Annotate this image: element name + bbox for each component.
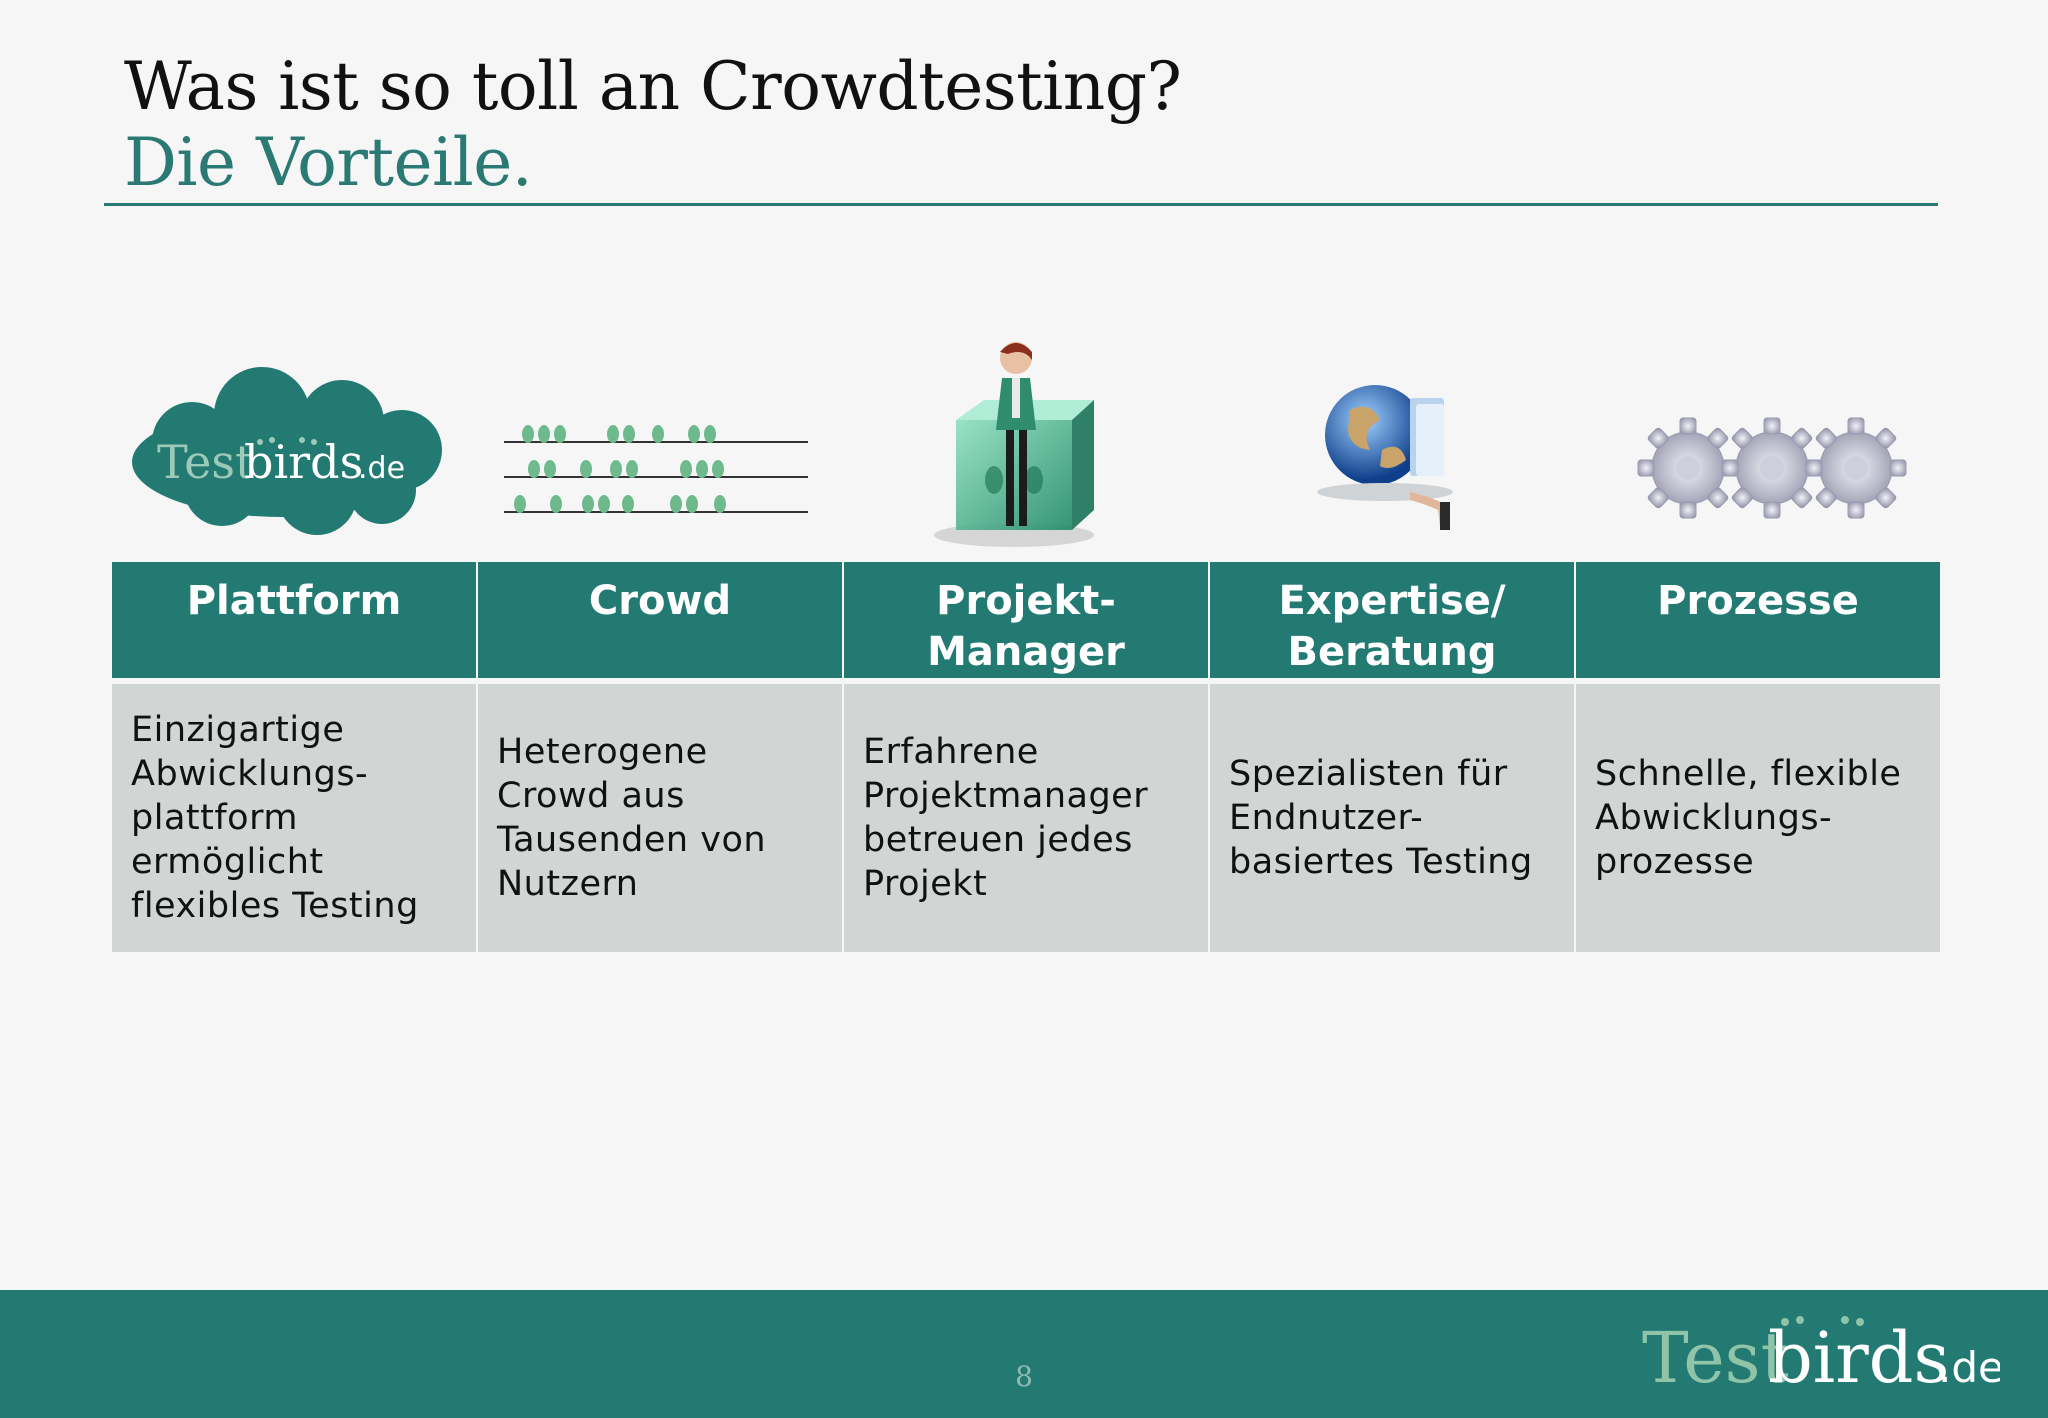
- testbirds-cloud-logo-icon: Test birds .de: [112, 330, 478, 560]
- cell-prozesse-text: Schnelle, flexible Abwicklungs- prozesse: [1576, 684, 1940, 952]
- cell-plattform-text: Einzigartige Abwicklungs- plattform ermö…: [112, 684, 476, 952]
- benefits-body-row: Einzigartige Abwicklungs- plattform ermö…: [112, 684, 1940, 952]
- footer-bar: [0, 1290, 2048, 1418]
- title-divider: [104, 203, 1938, 206]
- header-expertise-beratung: Expertise/ Beratung: [1210, 562, 1574, 678]
- footer-testbirds-logo: Test birds .de: [1640, 1308, 2004, 1399]
- cell-expertise-text: Spezialisten für Endnutzer- basiertes Te…: [1210, 684, 1574, 952]
- header-crowd: Crowd: [478, 562, 842, 678]
- slide-subtitle: Die Vorteile.: [124, 124, 533, 201]
- header-prozesse: Prozesse: [1576, 562, 1940, 678]
- header-plattform: Plattform: [112, 562, 476, 678]
- svg-text:Test: Test: [1642, 1317, 1789, 1398]
- benefits-header-row: Plattform Crowd Projekt- Manager Experti…: [112, 562, 1940, 678]
- header-projekt-manager: Projekt- Manager: [844, 562, 1208, 678]
- slide-title: Was ist so toll an Crowdtesting?: [124, 48, 1182, 125]
- icon-row: Test birds .de: [112, 330, 1938, 560]
- logo-test-text: Test: [157, 435, 254, 489]
- globe-folder-hand-icon: [1210, 330, 1576, 560]
- page-number: 8: [1015, 1360, 1033, 1393]
- cell-crowd-text: Heterogene Crowd aus Tausenden von Nutze…: [478, 684, 842, 952]
- gears-icon: [1576, 330, 1942, 560]
- svg-text:.de: .de: [1938, 1343, 2000, 1392]
- svg-text:birds: birds: [1768, 1317, 1949, 1398]
- birds-on-wires-icon: [478, 330, 844, 560]
- cell-projekt-manager-text: Erfahrene Projektmanager betreuen jedes …: [844, 684, 1208, 952]
- logo-tld-text: .de: [358, 451, 405, 486]
- project-manager-figure-icon: [844, 330, 1210, 560]
- logo-birds-text: birds: [244, 435, 363, 489]
